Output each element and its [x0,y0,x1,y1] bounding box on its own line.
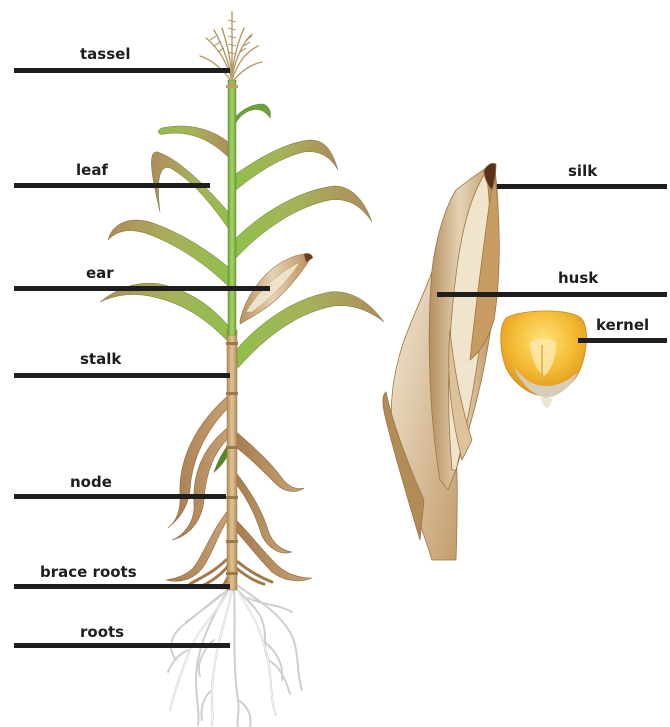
node-label: node [70,473,112,491]
upper-leaves [100,104,384,368]
brace-roots-label: brace roots [40,563,137,581]
tassel-label: tassel [80,45,130,63]
tassel-label-line [14,68,230,73]
tassel-illustration [200,12,262,85]
node-ring [226,392,238,395]
leaf-label-line [14,183,210,188]
node-ring [226,446,238,449]
husk-label: husk [558,269,599,287]
node-ring [226,572,238,575]
kernel-label: kernel [596,316,649,334]
stalk-illustration [226,80,238,590]
stalk-label: stalk [80,350,122,368]
node-ring [226,540,238,543]
roots-label: roots [80,623,124,641]
stalk-label-line [14,373,230,378]
roots-illustration [168,586,302,727]
ear-label-line [14,286,270,291]
kernel-label-line [578,338,667,343]
kernel-illustration [501,311,587,408]
lower-dry-leaves [166,395,312,581]
roots-highlight [170,588,276,725]
brace-roots-label-line [14,584,230,589]
node-label-line [14,494,226,499]
silk-label: silk [568,162,598,180]
silk-label-line [497,184,667,189]
roots-label-line [14,643,230,648]
node-ring [226,342,238,345]
husk-label-line [437,292,667,297]
ear-label: ear [86,264,114,282]
node-ring [226,496,238,499]
leaf-label: leaf [76,161,108,179]
large-ear-illustration [383,163,499,560]
